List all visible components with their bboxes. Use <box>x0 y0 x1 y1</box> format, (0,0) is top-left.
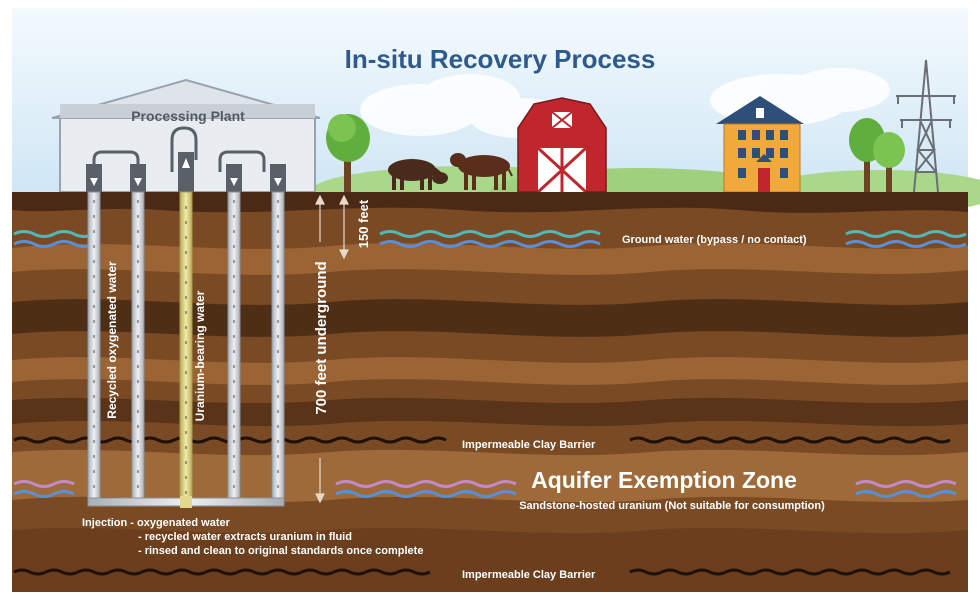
cow-icon <box>388 159 448 190</box>
injection-label-1: Injection - oxygenated water <box>82 517 231 529</box>
depth-700-label: 700 feet underground <box>313 261 330 414</box>
house-icon <box>716 96 804 193</box>
soil-layers <box>12 192 968 592</box>
barn-icon <box>517 97 607 194</box>
depth-150-label: 150 feet <box>356 199 371 248</box>
flow-arrows <box>90 158 282 186</box>
aquifer-zone-label: Aquifer Exemption Zone <box>531 467 797 493</box>
cow-icon <box>450 153 513 190</box>
injection-pipes <box>86 126 286 508</box>
tree-icon <box>326 114 370 192</box>
aquifer-waves <box>13 480 957 498</box>
ground-water-waves <box>13 230 967 248</box>
tree-icon <box>849 118 905 192</box>
clouds <box>360 68 890 138</box>
depth-markers <box>315 194 349 504</box>
recycled-water-label: Recycled oxygenated water <box>105 261 119 419</box>
ground-water-label: Ground water (bypass / no contact) <box>622 234 807 246</box>
injection-label-2: - recycled water extracts uranium in flu… <box>138 531 352 543</box>
aquifer-sub-label: Sandstone-hosted uranium (Not suitable f… <box>519 500 825 512</box>
injection-label-3: - rinsed and clean to original standards… <box>138 545 423 557</box>
clay-barrier-upper-label: Impermeable Clay Barrier <box>462 439 596 451</box>
power-tower-icon <box>896 59 956 193</box>
clay-barrier-lower <box>13 568 951 576</box>
page-title: In-situ Recovery Process <box>345 44 656 74</box>
clay-barrier-lower-label: Impermeable Clay Barrier <box>462 569 596 581</box>
uranium-water-label: Uranium-bearing water <box>193 290 207 421</box>
plant-label: Processing Plant <box>131 108 245 124</box>
